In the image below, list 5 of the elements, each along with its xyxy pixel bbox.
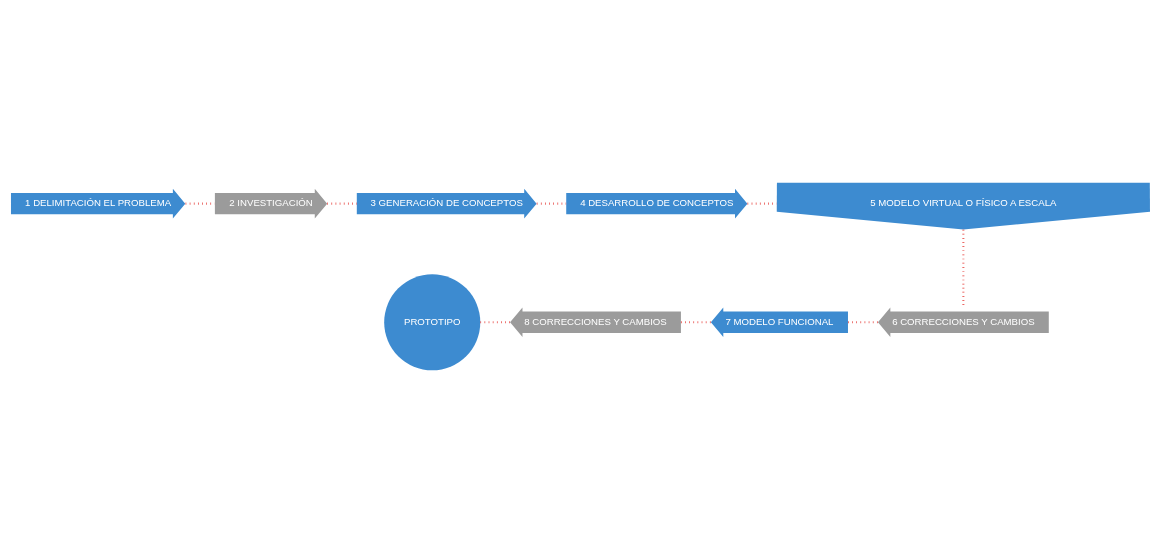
node-circle: PROTOTIPO (384, 274, 481, 371)
connector (327, 202, 357, 205)
connector (480, 321, 511, 324)
connector (681, 321, 711, 324)
connector (848, 321, 878, 324)
